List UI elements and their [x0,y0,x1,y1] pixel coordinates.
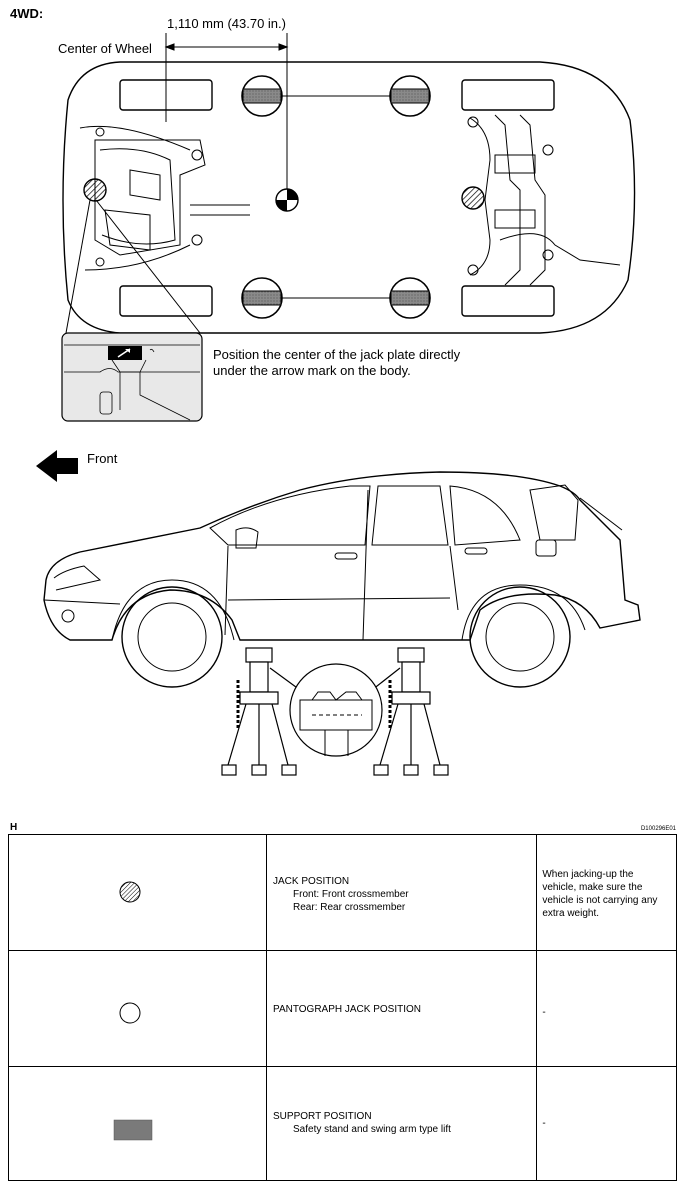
legend-description-cell: SUPPORT POSITION Safety stand and swing … [266,1066,538,1181]
jack-position-note: When jacking-up the vehicle, make sure t… [542,869,658,919]
legend-description-cell: JACK POSITION Front: Front crossmember R… [266,834,538,951]
support-position-title: SUPPORT POSITION [273,1111,372,1122]
gray-rectangle-icon [113,1119,153,1141]
legend-symbol-cell [7,1066,268,1181]
pantograph-jack-title: PANTOGRAPH JACK POSITION [273,1004,422,1015]
support-position-note: - [542,1118,546,1129]
dimension-line [164,33,289,190]
callout-text-line1: Position the center of the jack plate di… [213,347,461,362]
legend-note-cell: When jacking-up the vehicle, make sure t… [536,834,677,951]
center-of-gravity-mark [275,188,299,212]
jack-plate-callout [61,199,203,422]
legend-symbol-cell [7,834,268,951]
callout-text-line2: under the arrow mark on the body. [213,363,411,378]
open-circle-icon [119,1002,141,1024]
legend-symbol-cell [7,950,268,1067]
support-position-front-left [241,75,283,117]
legend-description-cell: PANTOGRAPH JACK POSITION [266,950,538,1067]
legend-note-cell: - [536,950,677,1067]
stand-detail-magnifier [269,663,401,757]
vehicle-diagram [36,33,641,776]
legend-note-cell: - [536,1066,677,1181]
jack-position-title: JACK POSITION [273,876,350,887]
pantograph-jack-note: - [542,1007,546,1018]
variant-label: 4WD: [10,6,44,21]
front-label: Front [87,451,118,466]
jack-position-rear [461,186,485,210]
dimension-label: 1,110 mm (43.70 in.) [167,16,286,31]
legend-figure-id: D100296E01 [640,826,676,832]
safety-stand-front [221,647,297,776]
hatched-circle-icon [119,881,141,903]
jack-position-front [83,178,107,202]
support-position-rear-left [389,75,431,117]
legend-row: PANTOGRAPH JACK POSITION - [7,950,677,1067]
legend-row: JACK POSITION Front: Front crossmember R… [7,834,677,951]
jack-position-front: Front: Front crossmember [293,889,409,900]
side-view-vehicle [43,471,641,688]
jack-position-rear: Rear: Rear crossmember [293,902,406,913]
safety-stand-rear [373,647,449,776]
center-of-wheel-label: Center of Wheel [58,41,152,56]
support-position-detail: Safety stand and swing arm type lift [293,1124,451,1135]
support-position-front-right [241,277,283,319]
top-view-body [62,61,636,334]
legend-table: JACK POSITION Front: Front crossmember R… [7,834,677,1181]
support-positions [241,75,431,319]
legend-letter: H [10,822,18,833]
support-position-rear-right [389,277,431,319]
front-arrow-icon [36,450,78,482]
legend-row: SUPPORT POSITION Safety stand and swing … [7,1066,677,1181]
